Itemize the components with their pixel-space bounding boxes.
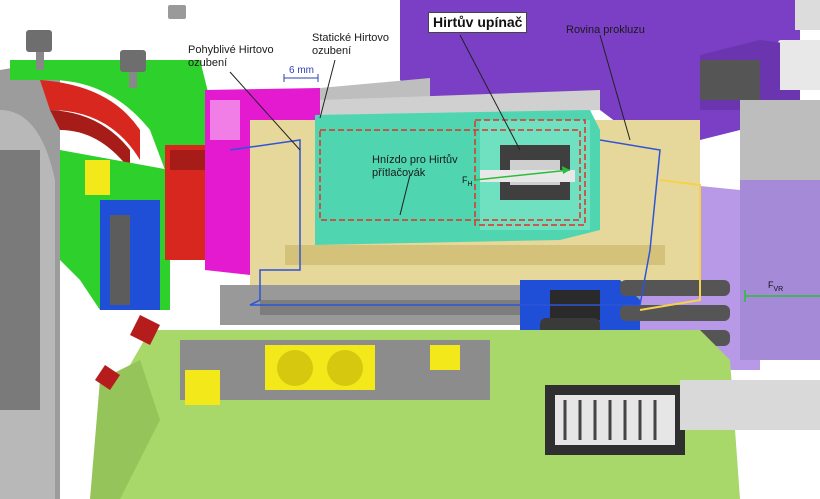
- label-static-hirth-line1: Statické Hirtovo: [312, 32, 390, 44]
- dimension-marks: [283, 74, 319, 82]
- label-moving-hirth-line2: ozubení: [188, 57, 228, 69]
- label-socket-line2: přítlačovák: [372, 167, 426, 179]
- lime-left-edge: [90, 360, 160, 499]
- force-arrow-h: [474, 166, 571, 181]
- green-ring-top: [10, 60, 210, 210]
- yellow-outline: [639, 179, 701, 311]
- red-outline: [319, 119, 586, 226]
- gray-right-corner: [795, 0, 820, 30]
- label-socket-line1: Hnízdo pro Hirtův: [372, 154, 458, 166]
- label-force-h-main: F: [462, 175, 468, 185]
- label-slip-plane: Rovina prokluzu: [566, 24, 645, 36]
- top-screws: [26, 5, 186, 88]
- red-ring-dark: [50, 110, 130, 170]
- label-dimension: 6 mm: [289, 65, 314, 76]
- purple-right-side: [740, 180, 820, 360]
- tan-teeth-row: [285, 245, 665, 265]
- gray-slot: [700, 60, 760, 100]
- label-force-vr-main: F: [768, 280, 774, 290]
- left-gray-shaft: [0, 150, 40, 410]
- leader-lines: [229, 34, 631, 216]
- label-moving-hirth-line1: Pohyblivé Hirtovo: [188, 44, 274, 56]
- red-block-top: [170, 150, 210, 170]
- red-triangle-2: [95, 365, 120, 390]
- red-ring: [40, 80, 140, 160]
- gray-left-bolt: [110, 215, 130, 305]
- label-moving-hirth: Pohyblivé Hirtovo ozubení: [188, 44, 274, 70]
- diagram-title: Hirtův upínač: [428, 12, 528, 33]
- label-force-h-sub: H: [467, 180, 473, 188]
- roller-bearings: [185, 345, 460, 405]
- gray-right-block: [740, 100, 820, 180]
- label-force-vr-sub: VR: [773, 285, 784, 293]
- gray-right-cap: [780, 40, 820, 90]
- label-socket: Hnízdo pro Hirtův přítlačovák: [372, 154, 458, 180]
- hirth-clamp-rod: [480, 170, 575, 182]
- label-static-hirth: Statické Hirtovo ozubení: [312, 32, 389, 58]
- label-force-vr: FVR: [768, 280, 783, 293]
- magenta-highlight: [210, 100, 240, 140]
- spring-coil: [555, 395, 675, 445]
- blue-outline: [229, 139, 661, 306]
- spring-ticks: [563, 400, 657, 440]
- label-force-h: FH: [462, 175, 473, 188]
- yellow-small-block: [85, 160, 110, 195]
- red-triangle-1: [130, 315, 160, 345]
- force-arrow-vr: [744, 290, 820, 302]
- label-static-hirth-line2: ozubení: [312, 45, 352, 57]
- gray-right-bottom: [680, 380, 820, 430]
